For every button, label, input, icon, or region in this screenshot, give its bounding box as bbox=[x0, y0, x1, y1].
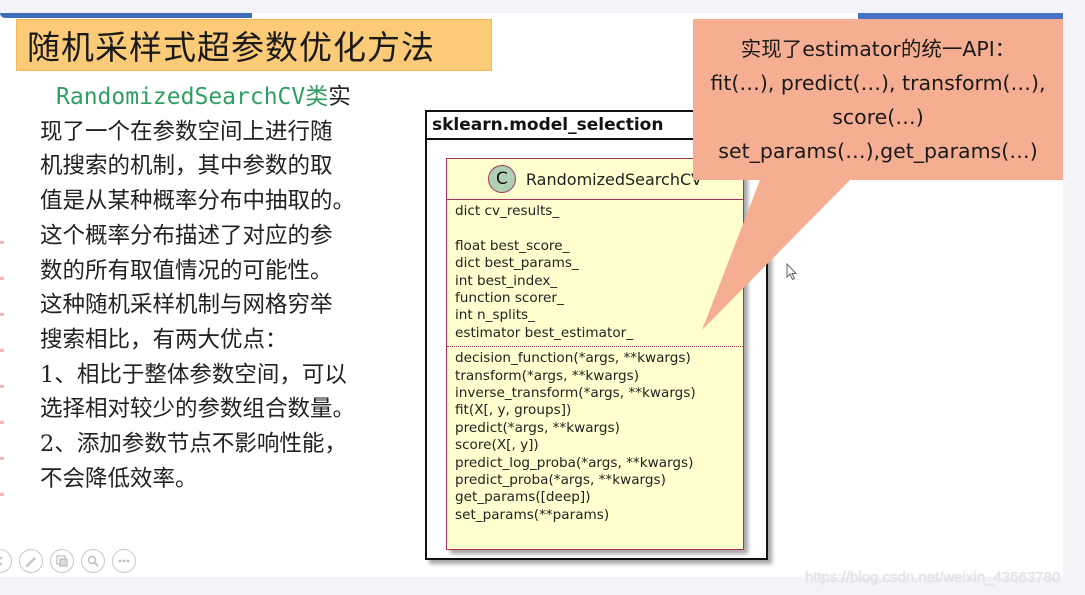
body-line: 2、添加参数节点不影响性能， bbox=[40, 431, 347, 458]
uml-attribute: function scorer_ bbox=[455, 290, 564, 307]
body-line: 1、相比于整体参数空间，可以 bbox=[40, 361, 347, 388]
callout-line: fit(…), predict(…), transform(…), bbox=[710, 71, 1046, 95]
mouse-cursor-icon bbox=[786, 263, 798, 281]
uml-method: score(X[, y]) bbox=[455, 437, 539, 454]
body-line: 机搜索的机制，其中参数的取 bbox=[40, 153, 333, 180]
body-line: RandomizedSearchCV类实 bbox=[56, 84, 351, 110]
body-line: 这个概率分布描述了对应的参 bbox=[40, 222, 333, 249]
uml-class-box: C RandomizedSearchCV dict cv_results_ fl… bbox=[446, 158, 744, 550]
uml-attribute: int best_index_ bbox=[455, 272, 558, 289]
uml-method: set_params(**params) bbox=[455, 506, 610, 523]
class-c-icon: C bbox=[487, 165, 516, 193]
uml-attribute-spacer bbox=[455, 220, 735, 237]
callout-line: 实现了estimator的统一API： bbox=[740, 37, 1016, 61]
pen-icon bbox=[25, 557, 36, 568]
slide-title-box: 随机采样式超参数优化方法 bbox=[16, 19, 492, 71]
uml-method: inverse_transform(*args, **kwargs) bbox=[455, 385, 696, 402]
uml-method: fit(X[, y, groups]) bbox=[455, 402, 572, 419]
uml-class-name: RandomizedSearchCV bbox=[525, 169, 703, 189]
uml-methods: decision_function(*args, **kwargs) trans… bbox=[447, 347, 743, 527]
uml-package-label: sklearn.model_selection bbox=[425, 110, 695, 140]
uml-separator bbox=[447, 346, 743, 348]
watermark: https://blog.csdn.net/weixin_43663780 bbox=[805, 569, 1061, 586]
uml-attribute: float best_score_ bbox=[455, 237, 570, 254]
slide-title: 随机采样式超参数优化方法 bbox=[27, 28, 435, 67]
body-line: 不会降低效率。 bbox=[40, 465, 198, 492]
uml-method: transform(*args, **kwargs) bbox=[455, 367, 640, 384]
uml-method: predict_proba(*args, **kwargs) bbox=[455, 472, 666, 489]
more-button[interactable] bbox=[112, 549, 136, 573]
callout-line: set_params(…),get_params(…) bbox=[718, 139, 1038, 163]
body-line: 现了一个在参数空间上进行随 bbox=[40, 118, 333, 145]
body-line: 选择相对较少的参数组合数量。 bbox=[40, 396, 356, 423]
body-line: 值是从某种概率分布中抽取的。 bbox=[40, 188, 356, 215]
uml-attribute: dict cv_results_ bbox=[455, 203, 560, 219]
previous-button[interactable] bbox=[0, 549, 12, 573]
body-line: 搜索相比，有两大优点： bbox=[40, 326, 288, 353]
callout-line: score(…) bbox=[832, 105, 924, 129]
zoom-icon bbox=[87, 555, 99, 567]
uml-class-header: C RandomizedSearchCV bbox=[447, 159, 743, 200]
slides-icon bbox=[56, 555, 68, 567]
accent-bar-left bbox=[0, 13, 252, 18]
uml-method: get_params([deep]) bbox=[455, 489, 591, 506]
slides-button[interactable] bbox=[50, 549, 74, 573]
zoom-button[interactable] bbox=[81, 549, 105, 573]
uml-attributes: dict cv_results_ float best_score_ dict … bbox=[447, 200, 743, 346]
uml-attribute: int n_splits_ bbox=[455, 307, 535, 324]
margin-marks bbox=[0, 223, 4, 513]
uml-method: predict_log_proba(*args, **kwargs) bbox=[455, 454, 694, 471]
uml-attribute: dict best_params_ bbox=[455, 255, 579, 272]
previous-icon bbox=[0, 556, 3, 566]
uml-method: predict(*args, **kwargs) bbox=[455, 419, 620, 436]
class-name-highlight: RandomizedSearchCV类 bbox=[56, 84, 329, 110]
body-line: 这种随机采样机制与网格穷举 bbox=[40, 292, 333, 319]
more-icon bbox=[118, 559, 130, 563]
slideshow-toolbar bbox=[0, 549, 136, 573]
uml-attribute: estimator best_estimator_ bbox=[455, 324, 634, 341]
uml-method: decision_function(*args, **kwargs) bbox=[455, 350, 691, 367]
accent-bar-right bbox=[858, 13, 1063, 19]
pen-button[interactable] bbox=[19, 549, 43, 573]
slide-body-text: RandomizedSearchCV类实 现了一个在参数空间上进行随 机搜索的机… bbox=[40, 80, 420, 496]
callout-text: 实现了estimator的统一API： fit(…), predict(…), … bbox=[693, 32, 1063, 168]
body-line: 数的所有取值情况的可能性。 bbox=[40, 257, 333, 284]
